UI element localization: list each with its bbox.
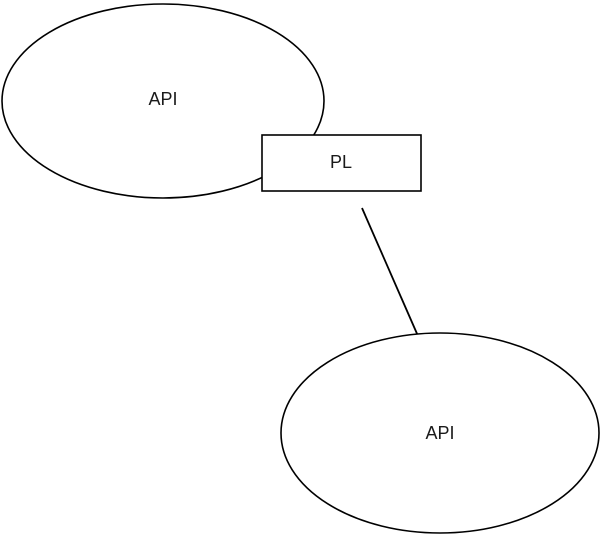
node-api-top[interactable]: API xyxy=(1,3,325,199)
node-api-bottom[interactable]: API xyxy=(280,332,600,534)
node-label-pl: PL xyxy=(330,152,352,172)
ellipse-shape-api-bottom[interactable] xyxy=(280,332,600,534)
node-label-api-top: API xyxy=(148,89,177,109)
edge-pl-to-api-bottom[interactable] xyxy=(361,207,419,337)
rectangle-shape-pl[interactable] xyxy=(261,134,422,192)
node-pl[interactable]: PL xyxy=(261,134,422,192)
connector-line[interactable] xyxy=(361,207,419,337)
node-label-api-bottom: API xyxy=(425,423,454,443)
ellipse-shape-api-top[interactable] xyxy=(1,3,325,199)
